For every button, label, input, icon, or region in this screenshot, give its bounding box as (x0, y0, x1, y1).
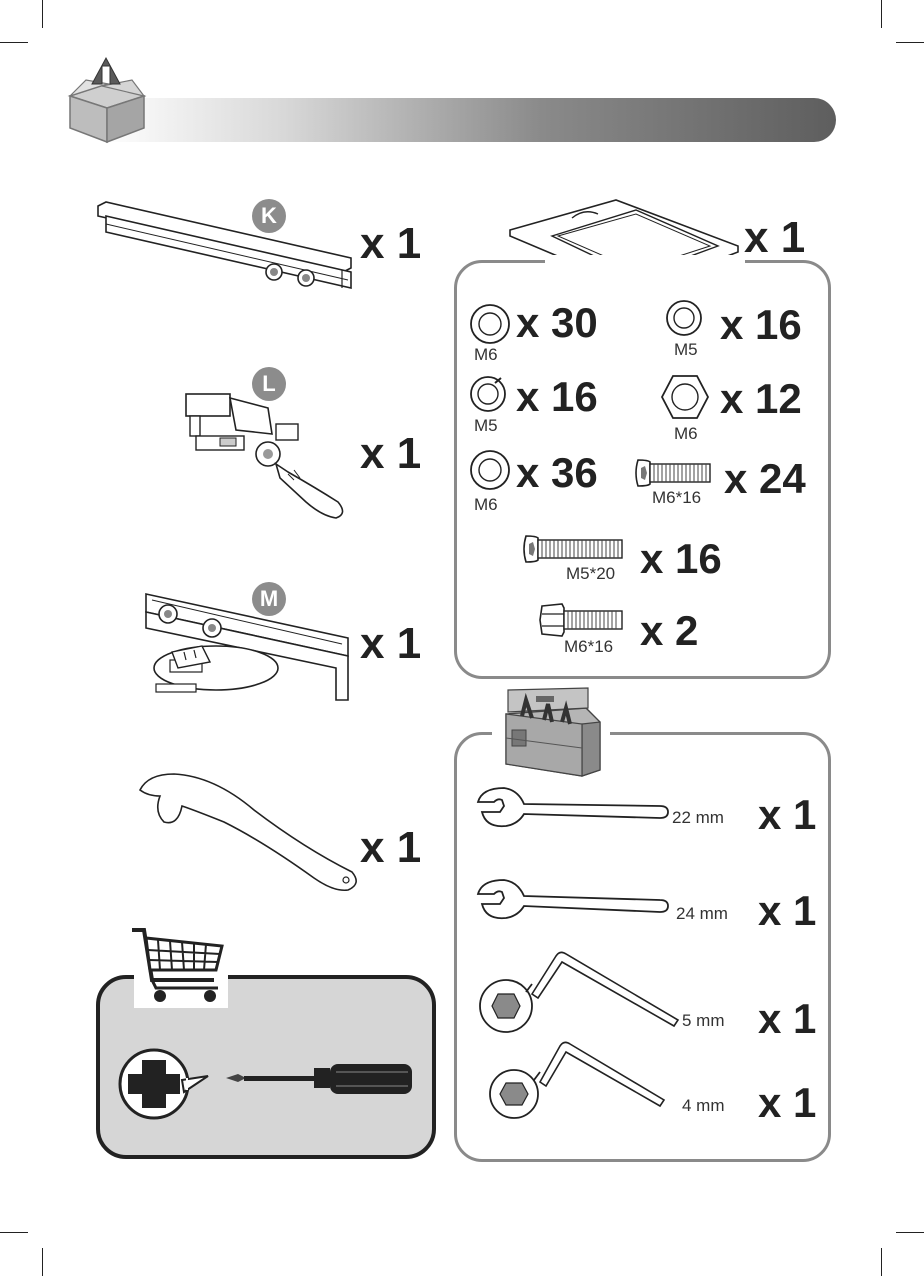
push-stick-illustration (134, 770, 364, 900)
washer-m6-label: M6 (474, 346, 498, 363)
crop-mark (0, 42, 28, 43)
part-m-quantity: x 1 (360, 622, 421, 666)
wrench-24-quantity: x 1 (758, 890, 816, 932)
toolbox-icon (496, 686, 608, 778)
hex-key-4-label: 4 mm (682, 1097, 725, 1114)
hex-key-5-icon (476, 946, 686, 1036)
panel-gap (545, 255, 745, 265)
washer-m6-quantity: x 30 (516, 302, 598, 344)
washer-m6-large-quantity: x 36 (516, 452, 598, 494)
clamp-illustration (176, 384, 356, 524)
miter-gauge-illustration (132, 588, 358, 704)
part-badge-l: L (252, 367, 286, 401)
screw-m6x16-label: M6*16 (652, 489, 701, 506)
crop-mark (881, 1248, 882, 1276)
part-badge-m: M (252, 582, 286, 616)
crop-mark (0, 1232, 28, 1233)
wrench-24-label: 24 mm (676, 905, 728, 922)
nut-m6-quantity: x 12 (720, 378, 802, 420)
washer-m6-large-label: M6 (474, 496, 498, 513)
flat-washer-icon (468, 302, 512, 346)
unpack-box-icon (62, 56, 152, 146)
hex-key-4-icon (484, 1036, 674, 1126)
crop-mark (896, 42, 924, 43)
screw-m5x20-quantity: x 16 (640, 538, 722, 580)
fence-rail-illustration (96, 196, 356, 296)
bolt-m6x16-label: M6*16 (564, 638, 613, 655)
crop-mark (881, 0, 882, 28)
wrench-22-quantity: x 1 (758, 794, 816, 836)
crop-mark (896, 1232, 924, 1233)
washer-m5-label: M5 (674, 341, 698, 358)
hex-key-5-quantity: x 1 (758, 998, 816, 1040)
part-k-quantity: x 1 (360, 222, 421, 266)
wrench-22-label: 22 mm (672, 809, 724, 826)
screw-m6x16-quantity: x 24 (724, 458, 806, 500)
push-stick-quantity: x 1 (360, 826, 421, 870)
hex-key-4-quantity: x 1 (758, 1082, 816, 1124)
lock-washer-icon (468, 374, 508, 414)
socket-screw-icon (522, 532, 626, 566)
flat-washer-icon (664, 298, 704, 338)
hardware-pack-quantity: x 1 (744, 216, 805, 260)
lock-washer-m5-label: M5 (474, 417, 498, 434)
shopping-cart-icon (130, 924, 230, 1010)
crop-mark (42, 0, 43, 28)
crop-mark (42, 1248, 43, 1276)
phillips-screwdriver-icon (118, 1048, 418, 1128)
lock-washer-m5-quantity: x 16 (516, 376, 598, 418)
hex-bolt-icon (538, 600, 628, 640)
washer-m5-quantity: x 16 (720, 304, 802, 346)
nut-m6-label: M6 (674, 425, 698, 442)
open-end-wrench-22-icon (474, 784, 674, 834)
hex-key-5-label: 5 mm (682, 1012, 725, 1029)
header-banner (100, 98, 836, 142)
hex-nut-icon (660, 372, 710, 422)
screw-m5x20-label: M5*20 (566, 565, 615, 582)
bolt-m6x16-quantity: x 2 (640, 610, 698, 652)
socket-screw-icon (634, 456, 714, 490)
part-l-quantity: x 1 (360, 432, 421, 476)
open-end-wrench-24-icon (474, 876, 674, 926)
part-badge-k: K (252, 199, 286, 233)
flat-washer-icon (468, 448, 512, 492)
